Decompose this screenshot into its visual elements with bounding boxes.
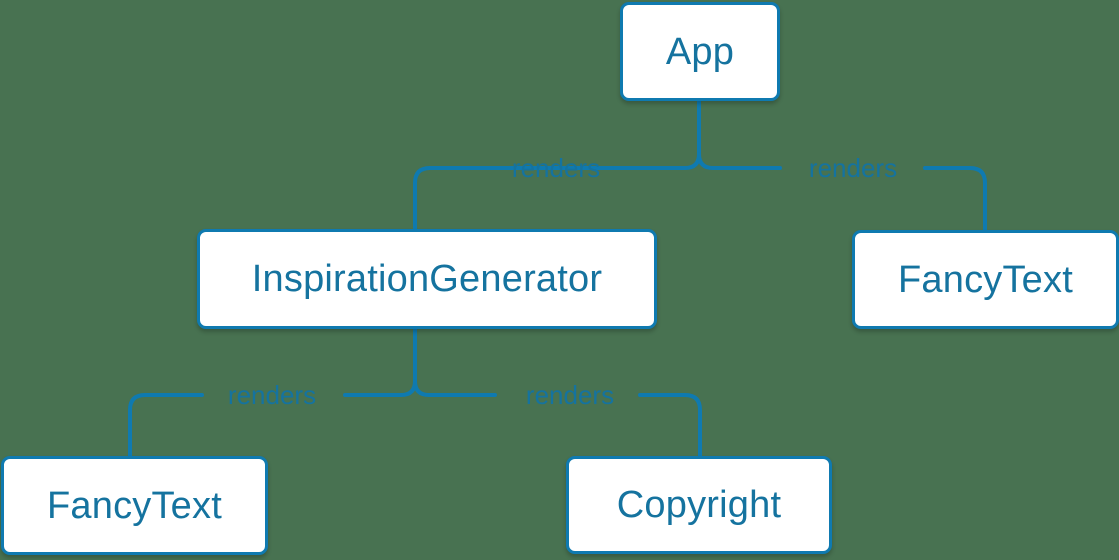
node-fancytext-right[interactable]: FancyText xyxy=(852,230,1119,329)
node-fancytext-left[interactable]: FancyText xyxy=(1,456,268,555)
edge-inspgen-stem-right xyxy=(413,379,497,397)
node-app-label: App xyxy=(665,30,735,73)
node-copyright[interactable]: Copyright xyxy=(566,456,832,554)
edge-label-app-fancytext: renders xyxy=(808,153,898,183)
node-copyright-label: Copyright xyxy=(616,484,782,526)
edge-label-app-inspirationgenerator: renders xyxy=(511,153,601,183)
edge-label-inspirationgenerator-fancytext: renders xyxy=(227,380,317,410)
edge-app-fancy-run xyxy=(923,166,987,232)
node-app[interactable]: App xyxy=(620,2,780,101)
node-fancytext-left-label: FancyText xyxy=(47,484,222,527)
edge-inspgen-copy-run xyxy=(638,393,702,458)
node-fancytext-right-label: FancyText xyxy=(898,258,1073,301)
node-inspirationgenerator[interactable]: InspirationGenerator xyxy=(197,229,657,329)
edge-inspgen-stem xyxy=(343,327,417,397)
edge-label-inspirationgenerator-copyright: renders xyxy=(525,380,615,410)
edge-inspgen-fancy-run xyxy=(128,393,204,458)
edge-app-inspgen-run xyxy=(413,166,614,231)
edge-app-stem-right xyxy=(697,152,782,170)
node-inspirationgenerator-label: InspirationGenerator xyxy=(251,258,603,300)
